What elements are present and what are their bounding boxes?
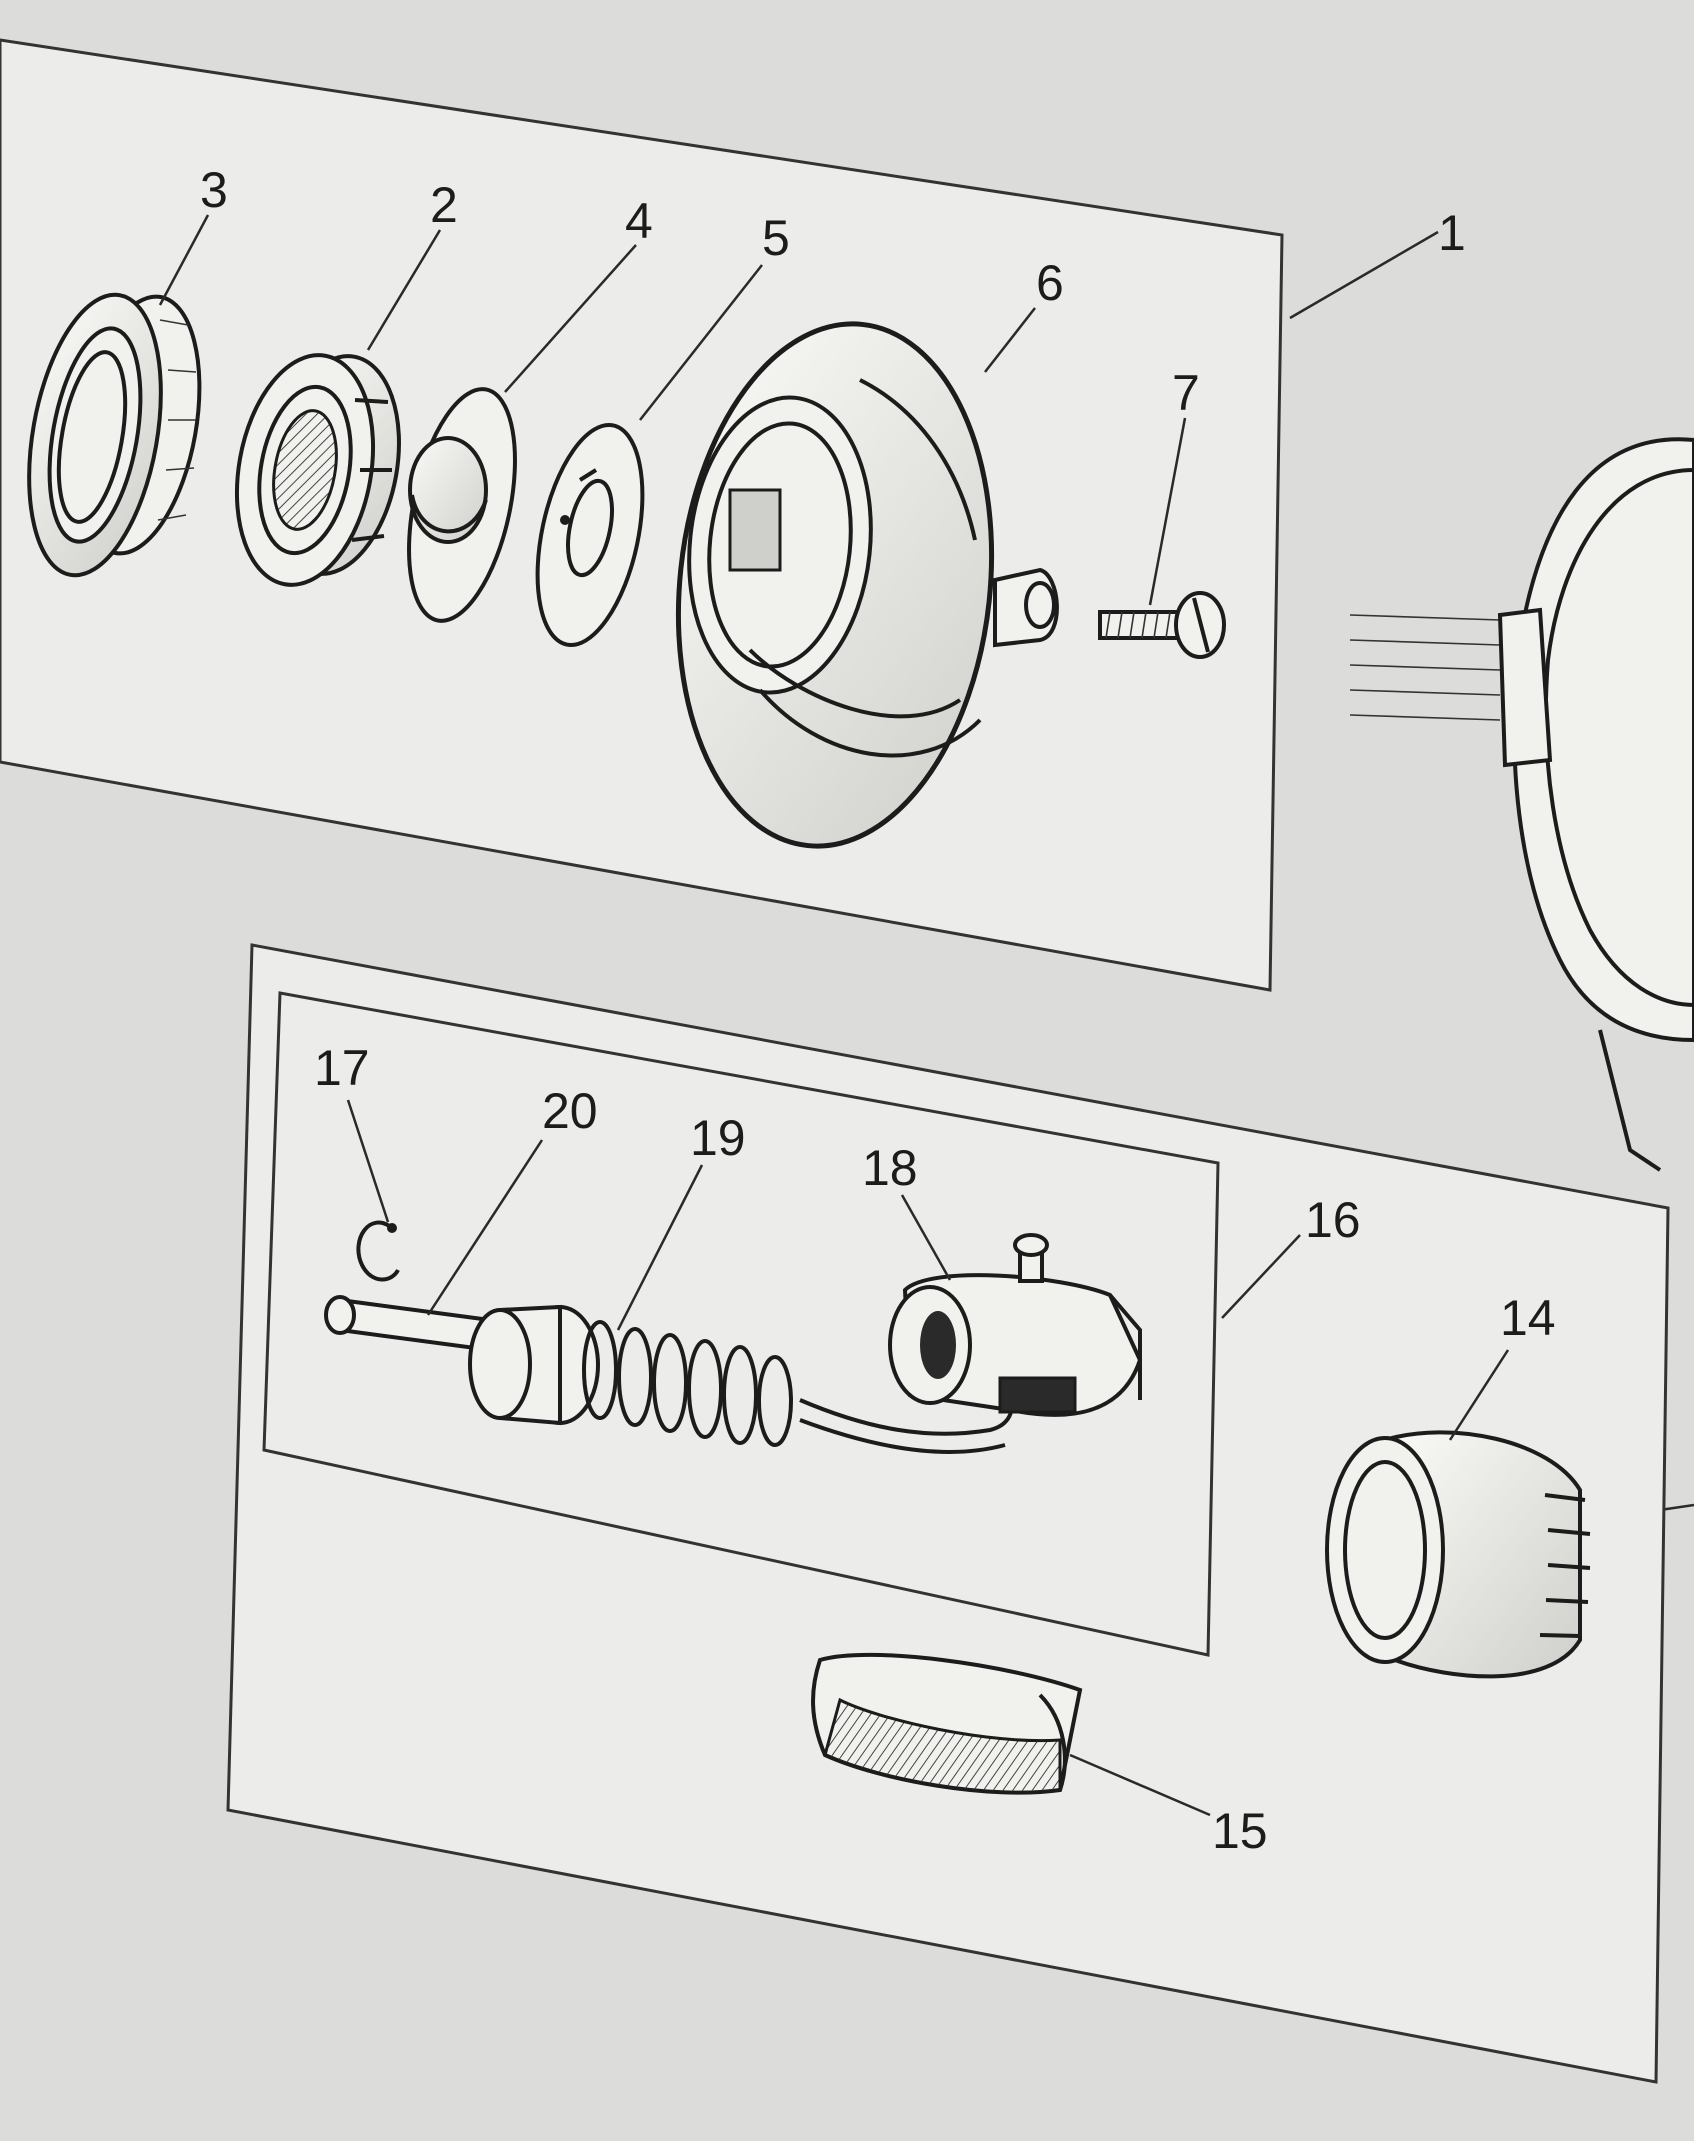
callout-2: 2	[430, 177, 458, 233]
part-20-plunger-rod	[324, 1295, 492, 1353]
callout-17: 17	[314, 1040, 370, 1096]
callout-4: 4	[625, 193, 653, 249]
part-3-ring-nut	[27, 292, 202, 578]
callout-3: 3	[200, 162, 228, 218]
part-6-horn-cup	[675, 321, 1059, 849]
part-19-spring	[468, 1304, 1014, 1454]
callout-16: 16	[1305, 1192, 1361, 1248]
part-14-knurled-sleeve	[1325, 1430, 1591, 1679]
callout-7: 7	[1172, 365, 1200, 421]
leader-lines	[158, 214, 1510, 1817]
inner-sub-assembly-panel	[262, 991, 1220, 1657]
part-2-slotted-nut	[234, 353, 401, 587]
callout-15: 15	[1212, 1803, 1268, 1859]
callout-18: 18	[862, 1140, 918, 1196]
callout-1: 1	[1438, 205, 1466, 261]
part-4-cup-washer	[407, 387, 517, 623]
part-18-contact-block	[888, 1233, 1143, 1417]
callout-labels: 3 2 4 5 6 7 1 17 20 19 18 16 14 15	[200, 162, 1556, 1859]
part-7-screw	[1098, 591, 1226, 659]
callout-14: 14	[1500, 1290, 1556, 1346]
callout-19: 19	[690, 1110, 746, 1166]
part-5-split-washer	[535, 422, 645, 648]
callout-6: 6	[1036, 255, 1064, 311]
part-17-circlip	[356, 1220, 400, 1282]
callout-20: 20	[542, 1083, 598, 1139]
part-15-half-shell	[811, 1652, 1083, 1795]
callout-5: 5	[762, 210, 790, 266]
housing-drawing	[1349, 437, 1694, 1512]
